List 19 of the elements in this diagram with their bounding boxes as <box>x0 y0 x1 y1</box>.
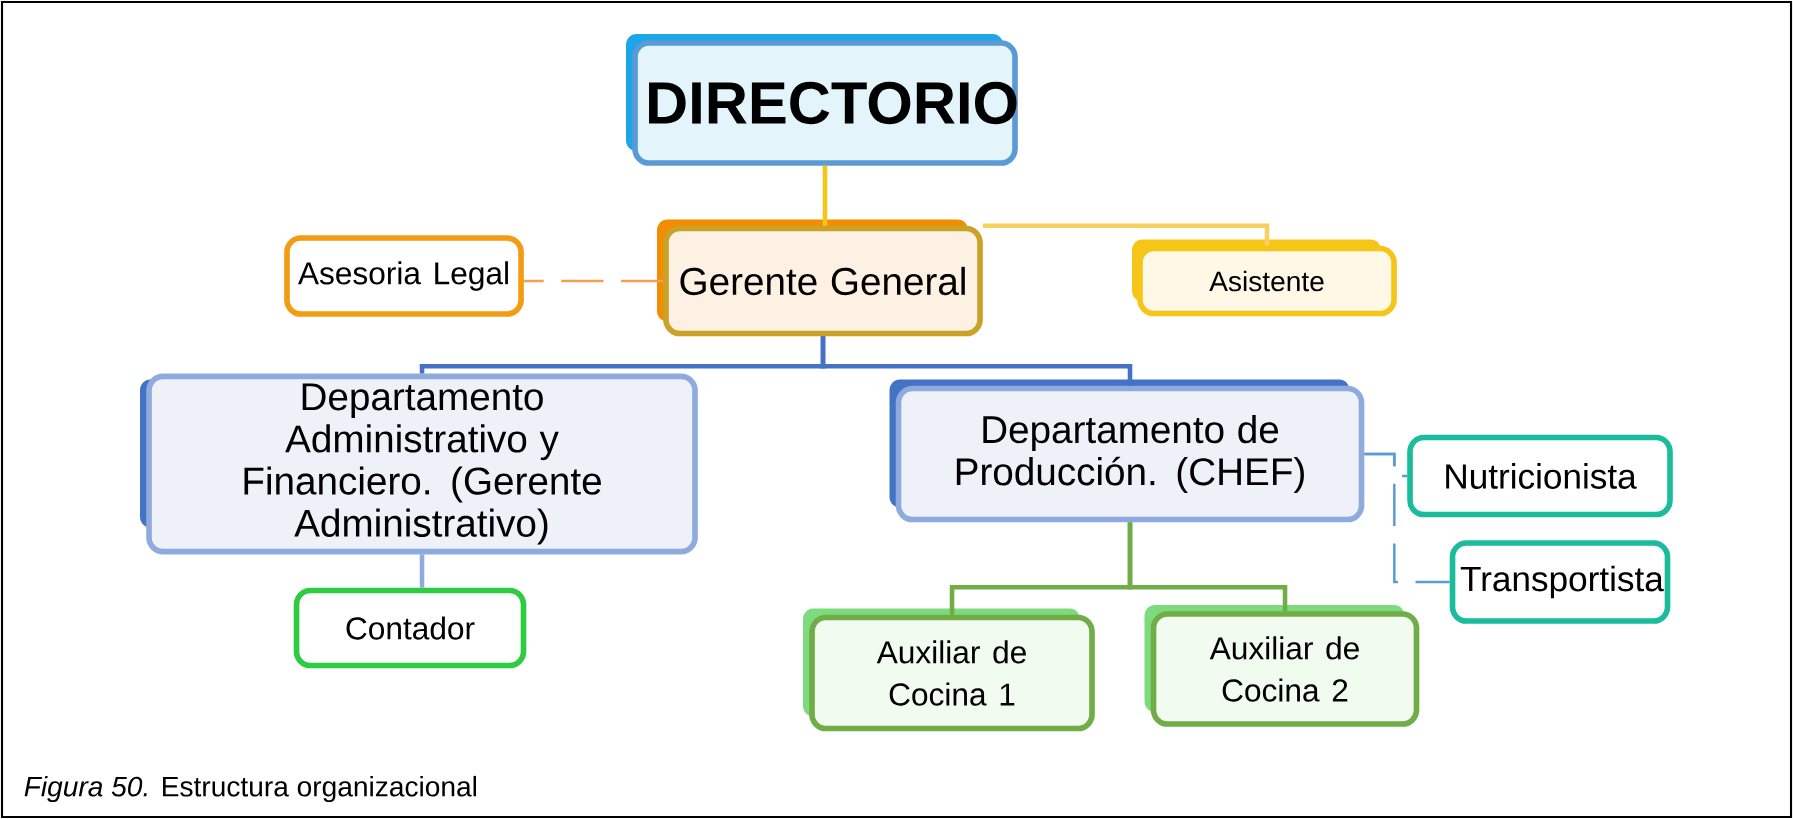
connector-line <box>820 336 1133 386</box>
connector-line <box>419 554 425 588</box>
org-box: Auxiliar de Cocina 1 <box>803 608 1095 732</box>
org-box: Gerente General <box>657 219 983 337</box>
org-box: Contador <box>293 587 527 669</box>
org-box: Departamento Administrativo y Financiero. (Gerente Administrativo) <box>140 373 698 555</box>
connector-line <box>1364 452 1450 584</box>
figure-caption: Figura 50. Estructura organizacional <box>24 775 476 803</box>
org-box: Nutricionista <box>1407 434 1673 518</box>
org-box: Asistente <box>1132 239 1397 317</box>
connector-line <box>1127 522 1288 612</box>
connector-line <box>822 165 828 226</box>
org-box: Transportista <box>1449 540 1671 624</box>
org-box: DIRECTORIO <box>626 34 1018 166</box>
org-box: Asesoria Legal <box>284 235 524 317</box>
org-box: Departamento de Producción. (CHEF) <box>889 379 1365 523</box>
org-box: Auxiliar de Cocina 2 <box>1144 605 1420 727</box>
connector-line <box>982 223 1270 246</box>
connector-line <box>523 279 664 283</box>
